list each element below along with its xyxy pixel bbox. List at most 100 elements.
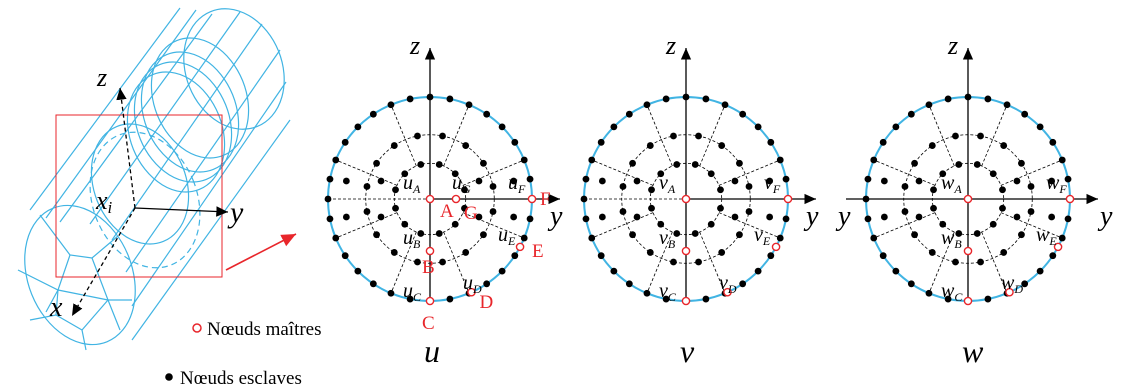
section-y-label: y: [803, 201, 819, 232]
master-node-D: [467, 287, 476, 297]
cylinder-near-end: [24, 204, 136, 346]
slave-node: [451, 170, 459, 178]
cylinder-x-label: x: [49, 292, 63, 323]
slave-node: [939, 170, 947, 178]
slave-node: [1036, 123, 1044, 131]
slave-node: [879, 138, 887, 146]
slave-node: [1000, 249, 1008, 256]
slave-node: [880, 213, 888, 221]
dof-label-w-D: wD: [1001, 272, 1023, 296]
slave-node: [480, 231, 487, 239]
slave-node: [702, 295, 710, 303]
point-label-G: G: [464, 203, 478, 224]
slave-node: [870, 234, 878, 242]
slave-node: [870, 156, 878, 164]
slave-node: [984, 295, 992, 303]
slave-node: [928, 142, 936, 149]
slave-node: [629, 159, 636, 167]
dof-label-v-C: vC: [659, 280, 677, 304]
slave-node: [489, 208, 497, 215]
section-caption: w: [962, 333, 984, 369]
slave-node: [597, 252, 605, 260]
slave-node: [588, 156, 596, 164]
section-y-label: y: [547, 201, 563, 232]
section-z-label: z: [947, 31, 958, 60]
slave-node: [1018, 159, 1025, 167]
master-node-C: [681, 296, 691, 306]
slave-node: [915, 213, 923, 221]
slave-node: [510, 177, 518, 185]
dof-label-v-A: vA: [659, 172, 676, 196]
slave-node: [390, 142, 398, 149]
slave-node: [691, 161, 699, 168]
slave-node: [911, 231, 918, 239]
slave-node: [1064, 175, 1072, 183]
slave-nodes: [580, 93, 792, 305]
slave-node: [1049, 138, 1057, 146]
dof-label-w-F: wF: [1046, 172, 1067, 196]
slave-node: [944, 295, 952, 303]
slave-node: [999, 204, 1006, 212]
master-nodes: [963, 194, 1075, 306]
slave-node: [406, 295, 414, 303]
slave-node: [354, 267, 362, 275]
slave-node: [588, 234, 596, 242]
dof-label-w-E: wE: [1036, 224, 1057, 248]
cylinder-mesh: [17, 7, 291, 351]
section-caption: v: [680, 333, 695, 369]
slave-node: [892, 267, 900, 275]
slave-node: [782, 215, 790, 223]
slave-node: [520, 156, 528, 164]
slave-node: [662, 295, 670, 303]
cylinder-z-axis: [116, 87, 136, 209]
slave-node: [406, 95, 414, 103]
slave-node: [989, 170, 997, 178]
slave-node: [392, 204, 399, 212]
legend: Nœuds maîtres Nœuds esclaves: [165, 319, 322, 389]
slave-node: [754, 267, 762, 275]
slave-node: [736, 231, 743, 239]
slave-node: [1049, 252, 1057, 260]
slave-node: [731, 177, 739, 185]
slave-node: [629, 231, 636, 239]
slave-node: [1013, 213, 1021, 221]
slave-node: [435, 230, 443, 237]
slave-node: [489, 183, 497, 190]
slave-node: [767, 138, 775, 146]
slave-node: [944, 95, 952, 103]
slave-node: [643, 101, 651, 109]
point-label-B: B: [422, 257, 435, 278]
slave-node: [930, 186, 937, 194]
slave-node: [782, 175, 790, 183]
slave-node: [526, 215, 534, 223]
slave-node: [907, 280, 915, 288]
slave-node: [911, 159, 918, 167]
slave-node: [392, 186, 399, 194]
master-node-A: [681, 194, 691, 204]
point-label-C: C: [422, 313, 435, 334]
slave-node: [999, 186, 1006, 194]
dof-label-w-A: wA: [941, 172, 962, 196]
slave-node: [915, 177, 923, 185]
slave-node: [526, 175, 534, 183]
slave-node: [736, 159, 743, 167]
master-node-C: [425, 296, 435, 306]
slave-node: [511, 138, 519, 146]
slave-node: [1027, 208, 1035, 215]
slave-node: [901, 208, 909, 215]
slave-node: [695, 258, 702, 266]
slave-node: [401, 170, 409, 178]
slave-node: [414, 132, 421, 140]
slave-node: [326, 175, 334, 183]
master-node-B: [681, 246, 691, 256]
slave-node: [657, 220, 665, 228]
master-node-A: [963, 194, 973, 204]
slave-node: [670, 132, 677, 140]
cylinder-y-axis: [134, 206, 229, 217]
slave-node: [717, 186, 724, 194]
slave-node: [1048, 177, 1056, 185]
slave-node: [1036, 267, 1044, 275]
slave-node: [984, 95, 992, 103]
